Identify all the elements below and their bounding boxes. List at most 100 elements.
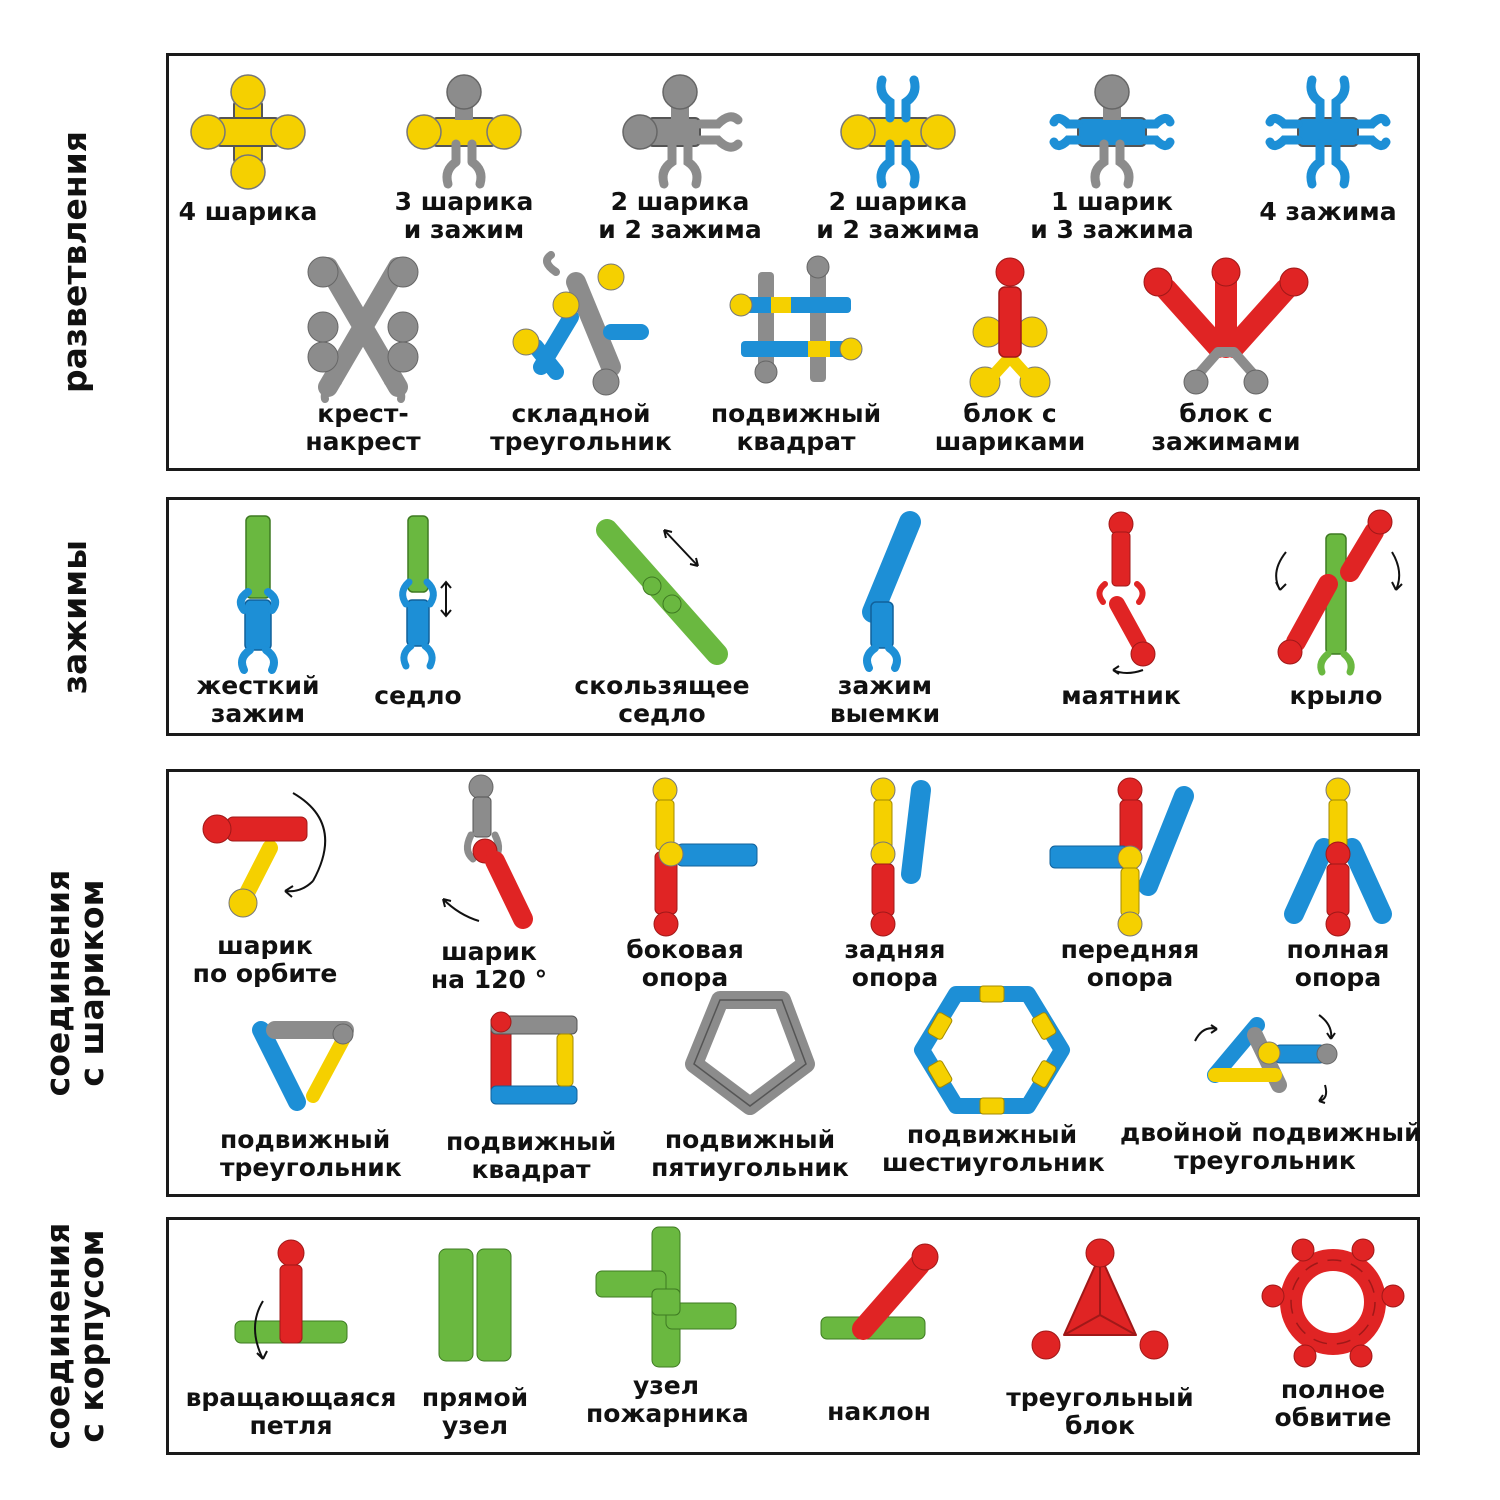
item-label: 4 зажима	[1259, 197, 1397, 226]
item-notch-clip: зажим выемки	[820, 511, 950, 728]
item-full-wrap: полное обвитие	[1258, 1232, 1408, 1432]
triangular-block-icon	[1031, 1238, 1169, 1360]
one-ball-three-clips-icon	[1049, 74, 1175, 189]
rotating-loop-icon	[234, 1239, 348, 1360]
pendulum-icon	[1096, 511, 1156, 675]
item-label: 1 шарик и 3 зажима	[1030, 187, 1194, 244]
item-pendulum: маятник	[1046, 511, 1196, 710]
section-branches-title: разветвления	[55, 130, 94, 394]
sliding-saddle-icon	[596, 519, 728, 665]
item-orbit-ball: шарик по орбите	[190, 788, 340, 988]
item-label: боковая опора	[626, 935, 744, 992]
item-label: узел пожарника	[586, 1371, 749, 1428]
item-label: седло	[374, 681, 462, 710]
item-triangular-block: треугольный блок	[1000, 1238, 1200, 1440]
section-body-joints-title: соединения с корпусом	[38, 1222, 111, 1450]
item-label: подвижный пятиугольник	[651, 1125, 849, 1182]
item-firefighter-knot: узел пожарника	[586, 1222, 749, 1428]
item-label: 2 шарика и 2 зажима	[816, 187, 980, 244]
item-one-ball-three-clips: 1 шарик и 3 зажима	[1022, 72, 1202, 244]
item-label: подвижный квадрат	[710, 399, 882, 456]
item-label: складной треугольник	[490, 399, 672, 456]
two-balls-two-clips-gray-icon	[622, 74, 743, 189]
item-block-with-clips: блок с зажимами	[1136, 255, 1316, 456]
item-side-support: боковая опора	[610, 776, 760, 992]
item-label: подвижный квадрат	[446, 1127, 617, 1184]
notch-clip-icon	[862, 511, 921, 672]
item-label: крыло	[1289, 681, 1383, 710]
block-with-clips-icon	[1143, 257, 1309, 395]
four-balls-icon	[190, 74, 306, 190]
orbit-ball-icon	[202, 792, 327, 918]
item-label: жесткий зажим	[196, 671, 320, 728]
movable-hexagon-icon	[914, 985, 1070, 1115]
item-saddle: седло	[368, 512, 468, 710]
item-rigid-clip: жесткий зажим	[186, 512, 330, 728]
item-movable-pentagon: подвижный пятиугольник	[650, 990, 850, 1182]
item-folding-triangle: складной треугольник	[486, 251, 676, 456]
item-label: треугольный блок	[1006, 1383, 1194, 1440]
section-ball-joints	[166, 769, 1420, 1197]
criss-cross-icon	[307, 256, 419, 403]
movable-triangle-icon	[252, 1021, 354, 1111]
side-support-icon	[652, 777, 758, 937]
item-tilt: наклон	[814, 1240, 944, 1426]
item-back-support: задняя опора	[820, 776, 970, 992]
section-clips-title: зажимы	[55, 539, 94, 694]
full-wrap-icon	[1261, 1238, 1405, 1368]
movable-pentagon-icon	[685, 991, 815, 1115]
item-label: подвижный шестиугольник	[882, 1120, 1105, 1177]
item-four-clips: 4 зажима	[1250, 72, 1406, 226]
item-label: 4 шарика	[178, 197, 318, 226]
item-label: полное обвитие	[1274, 1375, 1392, 1432]
item-label: полная опора	[1286, 935, 1390, 992]
two-balls-two-clips-icon	[840, 75, 956, 189]
item-label: блок с шариками	[934, 399, 1086, 456]
rigid-clip-icon	[236, 515, 280, 674]
item-criss-cross: крест- накрест	[290, 255, 436, 456]
straight-knot-icon	[438, 1248, 512, 1362]
saddle-icon	[399, 515, 452, 670]
item-label: прямой узел	[421, 1383, 529, 1440]
item-rotating-loop: вращающаяся петля	[176, 1239, 406, 1440]
item-label: шарик на 120 °	[430, 937, 548, 994]
item-label: наклон	[827, 1397, 931, 1426]
full-support-icon	[1284, 777, 1392, 937]
movable-square-2-icon	[490, 1011, 578, 1105]
item-sliding-saddle: скользящее седло	[562, 512, 762, 728]
item-label: скользящее седло	[574, 671, 750, 728]
item-label: двойной подвижный треугольник	[1120, 1118, 1422, 1175]
item-label: шарик по орбите	[192, 931, 338, 988]
item-wing: крыло	[1266, 509, 1406, 710]
item-two-balls-two-clips-gray: 2 шарика и 2 зажима	[590, 72, 770, 244]
item-movable-hexagon: подвижный шестиугольник	[882, 985, 1105, 1177]
item-movable-square: подвижный квадрат	[706, 255, 886, 456]
item-three-balls-one-clip: 3 шарика и зажим	[386, 72, 542, 244]
item-ball-120: шарик на 120 °	[414, 774, 564, 994]
three-balls-one-clip-icon	[406, 74, 522, 189]
back-support-icon	[870, 777, 931, 937]
item-block-with-balls: блок с шариками	[930, 255, 1090, 456]
section-body-joints	[166, 1217, 1420, 1455]
folding-triangle-icon	[512, 251, 649, 396]
item-four-balls: 4 шарика	[170, 72, 326, 226]
item-movable-triangle: подвижный треугольник	[220, 1010, 402, 1182]
item-label: 3 шарика и зажим	[394, 187, 534, 244]
item-straight-knot: прямой узел	[410, 1240, 540, 1440]
item-label: вращающаяся петля	[185, 1383, 397, 1440]
movable-square-icon	[729, 255, 863, 384]
item-label: подвижный треугольник	[220, 1125, 402, 1182]
item-two-balls-two-clips: 2 шарика и 2 зажима	[808, 72, 988, 244]
item-label: зажим выемки	[829, 671, 941, 728]
section-clips	[166, 497, 1420, 736]
item-label: 2 шарика и 2 зажима	[598, 187, 762, 244]
item-double-movable-triangle: двойной подвижный треугольник	[1120, 1005, 1422, 1175]
firefighter-knot-icon	[595, 1226, 737, 1368]
section-ball-joints-title: соединения с шариком	[38, 869, 111, 1097]
item-full-support: полная опора	[1268, 776, 1408, 992]
ball-120-icon	[442, 774, 533, 929]
item-movable-square-2: подвижный квадрат	[446, 1010, 616, 1184]
item-label: передняя опора	[1060, 935, 1200, 992]
four-clips-icon	[1265, 75, 1391, 189]
tilt-icon	[820, 1243, 939, 1340]
